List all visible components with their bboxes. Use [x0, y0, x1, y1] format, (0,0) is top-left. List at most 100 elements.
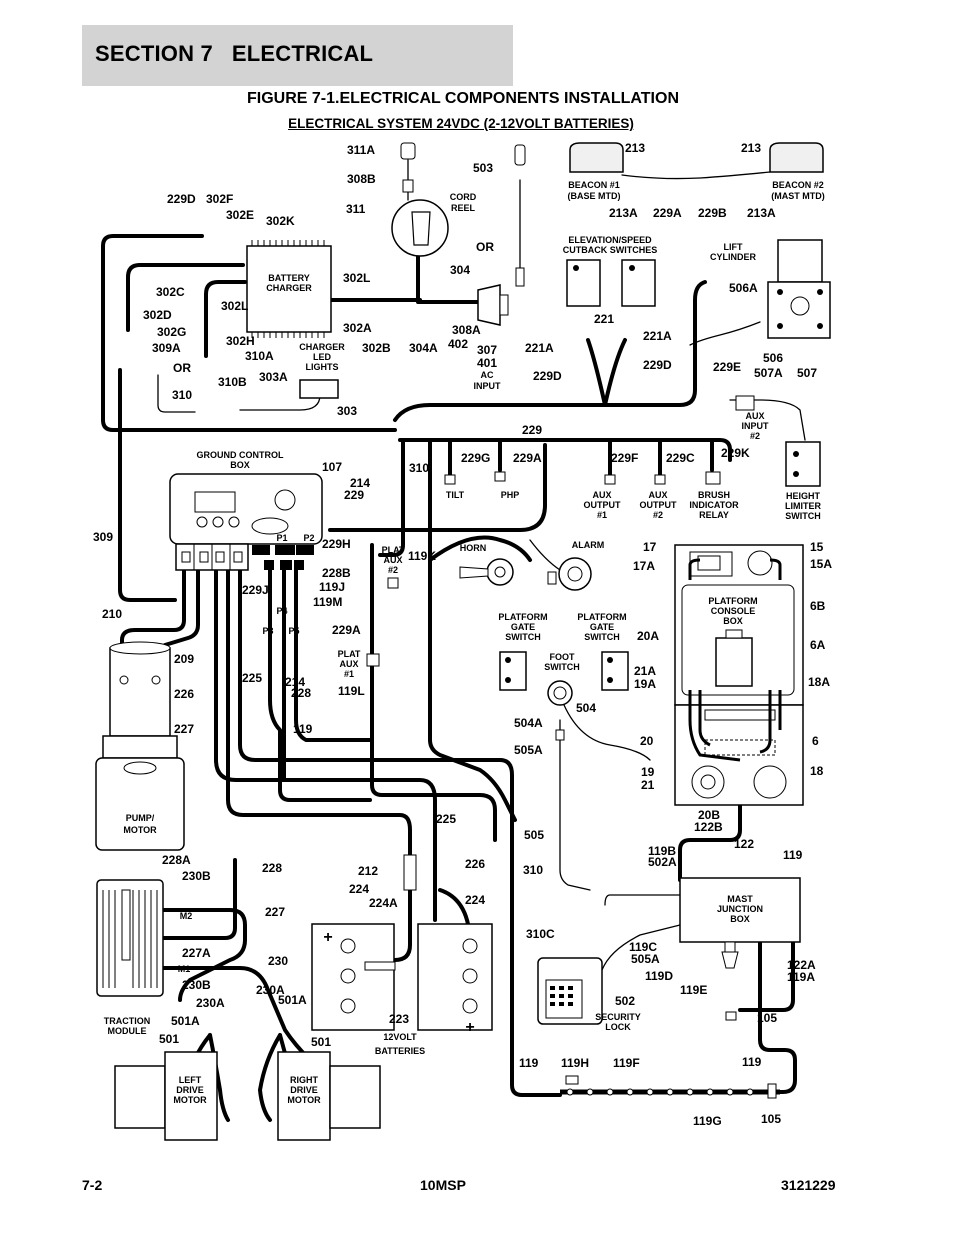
callout: 229D [643, 358, 672, 372]
alarm-label: ALARM [572, 540, 605, 550]
callout: 119 [519, 1056, 539, 1070]
callout: 506A [729, 281, 758, 295]
beacon-1: BEACON #1 (BASE MTD) [568, 142, 624, 201]
callout: 503 [473, 161, 493, 175]
foot-switch: FOOT SWITCH [544, 652, 580, 741]
callout: 504A [514, 716, 543, 730]
gcb-label: GROUND CONTROL [197, 450, 284, 460]
harness-309 [118, 368, 177, 602]
callout: 302C [156, 285, 185, 299]
harness-229-vertical [378, 438, 405, 557]
callout: OR [476, 240, 494, 254]
plat-aux-1-label-2: AUX [339, 659, 358, 669]
battery-charger-label-2: CHARGER [266, 283, 312, 293]
p5-label: P5 [288, 626, 299, 636]
battery-plus-1: + [323, 929, 332, 946]
figure-title: FIGURE 7-1.ELECTRICAL COMPONENTS INSTALL… [246, 90, 679, 107]
plat-aux-1: PLAT AUX #1 [338, 649, 380, 679]
callout: 502 [615, 994, 635, 1008]
callout: 229G [461, 451, 490, 465]
platform-console-box: PLATFORM CONSOLE BOX [674, 544, 804, 806]
gate-switch-2-label: PLATFORM [577, 612, 626, 622]
elevation-speed-label: ELEVATION/SPEED [568, 235, 652, 245]
callout: 21A [634, 664, 656, 678]
traction-module-label-2: MODULE [108, 1026, 147, 1036]
ac-input-plug: AC INPUT [474, 144, 526, 391]
callout: 302A [343, 321, 372, 335]
section-header-band [82, 25, 513, 86]
elevation-speed-label-2: CUTBACK SWITCHES [563, 245, 658, 255]
callout: 105 [761, 1112, 781, 1126]
plat-aux-2: PLAT AUX #2 [382, 545, 405, 589]
ground-control-box: GROUND CONTROL BOX P1 P2 P3 P4 P5 [169, 450, 323, 636]
harness-plat-119 [268, 568, 372, 802]
m1-label: M1 [178, 964, 191, 974]
callout: 225 [242, 671, 262, 685]
mast-jb-label-2: JUNCTION [717, 904, 763, 914]
harness-gcb-226 [226, 568, 412, 862]
aux-output-1-label-3: #1 [597, 510, 607, 520]
harness-main-trunk-left [393, 280, 707, 422]
wire-alarm [529, 539, 561, 571]
callout: 212 [358, 864, 378, 878]
callout: 18A [808, 675, 830, 689]
lift-cylinder-label-2: CYLINDER [710, 252, 757, 262]
callout: 307 [477, 343, 497, 357]
callout: 213A [747, 206, 776, 220]
callout: 309A [152, 341, 181, 355]
callout: 303A [259, 370, 288, 384]
callout: 6B [810, 599, 826, 613]
gate-switch-1-label: PLATFORM [498, 612, 547, 622]
callout: 229B [698, 206, 727, 220]
beacon-1-label: BEACON #1 [568, 180, 620, 190]
callout: 105 [757, 1011, 777, 1025]
callout: 226 [174, 687, 194, 701]
callout: 229A [653, 206, 682, 220]
callout: 210 [102, 607, 122, 621]
beacon-2-label: BEACON #2 [772, 180, 824, 190]
callout: 122A [787, 958, 816, 972]
callout: 309 [93, 530, 113, 544]
wire-beacons [621, 171, 771, 180]
callout: 230B [182, 978, 211, 992]
harness-cables [101, 234, 797, 1122]
callout: 228 [262, 861, 282, 875]
aux-input-label: AUX [745, 411, 764, 421]
ac-input-label: AC [481, 370, 494, 380]
callout: 119 [293, 722, 313, 736]
horn: HORN [459, 543, 514, 586]
mast-junction-box: MAST JUNCTION BOX [679, 877, 801, 969]
callout: 311 [346, 202, 366, 216]
callout: 225 [436, 812, 456, 826]
callout: 19 [641, 765, 655, 779]
callout: 229A [332, 623, 361, 637]
figure-subtitle: ELECTRICAL SYSTEM 24VDC (2-12VOLT BATTER… [288, 116, 634, 131]
traction-module-label: TRACTION [104, 1016, 151, 1026]
elevation-speed-switches: ELEVATION/SPEED CUTBACK SWITCHES [563, 235, 658, 307]
mast-jb-label: MAST [727, 894, 753, 904]
callout: 221A [643, 329, 672, 343]
cord-reel-label: CORD [450, 192, 477, 202]
harness-310-vertical [428, 438, 517, 822]
callout: 229F [611, 451, 638, 465]
callout: 310C [526, 927, 555, 941]
callout: 302K [266, 214, 295, 228]
callout: 15 [810, 540, 824, 554]
left-motor-label-2: DRIVE [176, 1085, 204, 1095]
cord-reel: CORD REEL [391, 142, 477, 257]
callout: 230A [196, 996, 225, 1010]
model-name: 10MSP [420, 1177, 466, 1193]
right-motor-label: RIGHT [290, 1075, 319, 1085]
callout: 224 [465, 893, 485, 907]
section-title: SECTION 7 ELECTRICAL [95, 41, 374, 66]
callout: 226 [465, 857, 485, 871]
harness-platform-to-mast [678, 788, 742, 882]
charger-led-label-2: LED [313, 352, 332, 362]
callout: 302F [206, 192, 233, 206]
callout: 401 [477, 356, 497, 370]
aux-output-1-label: AUX [592, 490, 611, 500]
charger-led-lights: CHARGER LED LIGHTS [299, 342, 345, 399]
batteries-label: 12VOLT [383, 1032, 417, 1042]
harness-gcb-to-bus [328, 443, 547, 532]
plat-aux-1-label-3: #1 [344, 669, 354, 679]
